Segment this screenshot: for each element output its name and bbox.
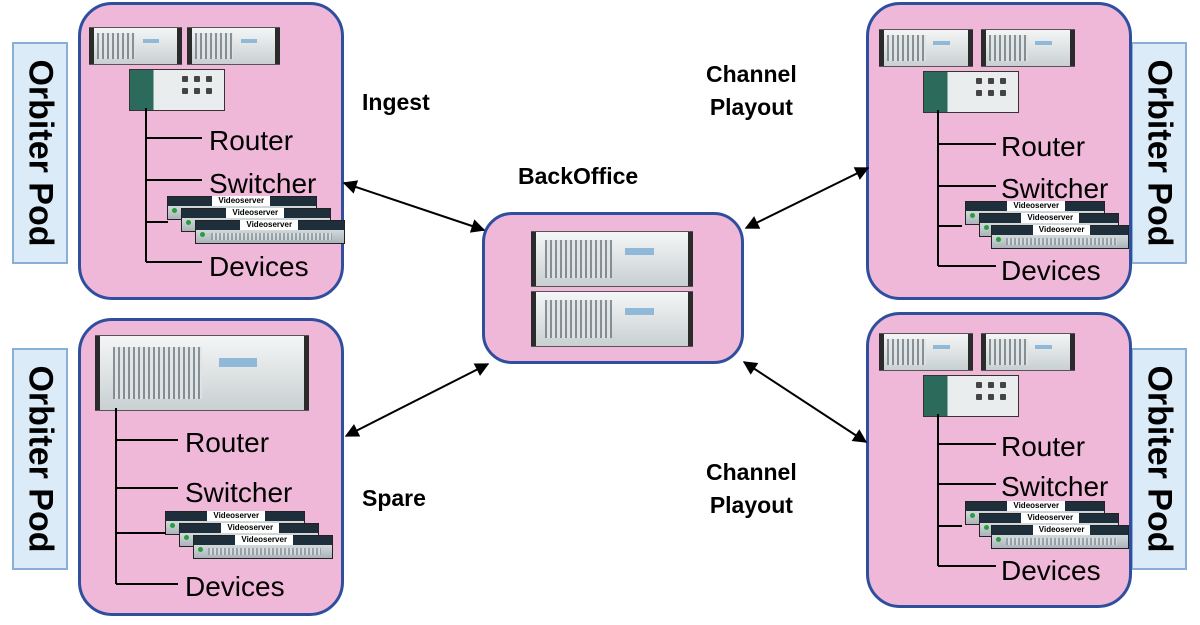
router-label: Router — [185, 427, 270, 458]
link-arrow-channel-playout-top — [744, 167, 870, 229]
videoserver-label: Videoserver — [226, 208, 285, 218]
role-label-channel-playout-top: Channel Playout — [706, 61, 797, 121]
backoffice-server-unit — [531, 291, 693, 347]
switcher-label: Switcher — [185, 477, 293, 508]
role-label-ingest: Ingest — [362, 89, 430, 115]
switcher-label: Switcher — [1001, 471, 1109, 502]
tree-line — [937, 110, 996, 267]
link-arrow-spare — [344, 363, 490, 437]
orbiter-pod-tab-top-left: Orbiter Pod — [12, 42, 68, 264]
videoserver-label: Videoserver — [212, 196, 271, 206]
router-label: Router — [1001, 131, 1086, 162]
switcher-label: Switcher — [1001, 173, 1109, 204]
videoserver-unit: Videoserver — [991, 225, 1129, 249]
videoserver-label: Videoserver — [1007, 201, 1066, 211]
switcher-label: Switcher — [209, 168, 317, 199]
videoserver-label: Videoserver — [1007, 501, 1066, 511]
orbiter-pod-tab-bottom-right: Orbiter Pod — [1131, 348, 1187, 570]
link-arrow-ingest — [342, 180, 486, 233]
role-label-spare: Spare — [362, 485, 426, 511]
backoffice-node — [482, 212, 744, 364]
rack-unit — [981, 29, 1075, 67]
orbiter-pod-spare: Videoserver Videoserver Videoserver Rout… — [78, 318, 344, 616]
link-arrow-channel-playout-bottom — [742, 361, 868, 443]
control-panel — [923, 375, 1019, 417]
devices-label: Devices — [209, 251, 309, 282]
orbiter-pod-channel-playout-2: Videoserver Videoserver Videoserver Rout… — [866, 312, 1132, 608]
videoserver-label: Videoserver — [235, 535, 294, 545]
rack-unit-large — [95, 335, 309, 411]
videoserver-label: Videoserver — [221, 523, 280, 533]
videoserver-label: Videoserver — [1021, 513, 1080, 523]
videoserver-label: Videoserver — [207, 511, 266, 521]
role-label-backoffice: BackOffice — [518, 163, 639, 189]
rack-unit — [981, 333, 1075, 371]
orbiter-pod-channel-playout-1: Videoserver Videoserver Videoserver Rout… — [866, 2, 1132, 300]
videoserver-unit: Videoserver — [991, 525, 1129, 549]
rack-unit — [879, 333, 973, 371]
router-label: Router — [1001, 431, 1086, 462]
rack-unit — [187, 27, 280, 65]
orbiter-pod-ingest: Videoserver Videoserver Videoserver Rout… — [78, 2, 345, 300]
control-panel — [129, 69, 225, 111]
videoserver-label: Videoserver — [240, 220, 299, 230]
videoserver-label: Videoserver — [1032, 225, 1091, 235]
orbiter-pod-tab-bottom-left: Orbiter Pod — [12, 348, 68, 570]
tree-line — [145, 108, 202, 263]
control-panel — [923, 71, 1019, 113]
tree-line — [937, 414, 996, 567]
tree-line — [115, 408, 178, 585]
devices-label: Devices — [185, 571, 285, 602]
rack-unit — [89, 27, 182, 65]
role-label-channel-playout-bottom: Channel Playout — [706, 459, 797, 519]
orbiter-pod-tab-top-right: Orbiter Pod — [1131, 42, 1187, 264]
rack-unit — [879, 29, 973, 67]
videoserver-unit: Videoserver — [193, 535, 333, 559]
devices-label: Devices — [1001, 255, 1101, 286]
devices-label: Devices — [1001, 555, 1101, 586]
backoffice-server-unit — [531, 231, 693, 287]
router-label: Router — [209, 125, 294, 156]
videoserver-label: Videoserver — [1021, 213, 1080, 223]
videoserver-label: Videoserver — [1032, 525, 1091, 535]
